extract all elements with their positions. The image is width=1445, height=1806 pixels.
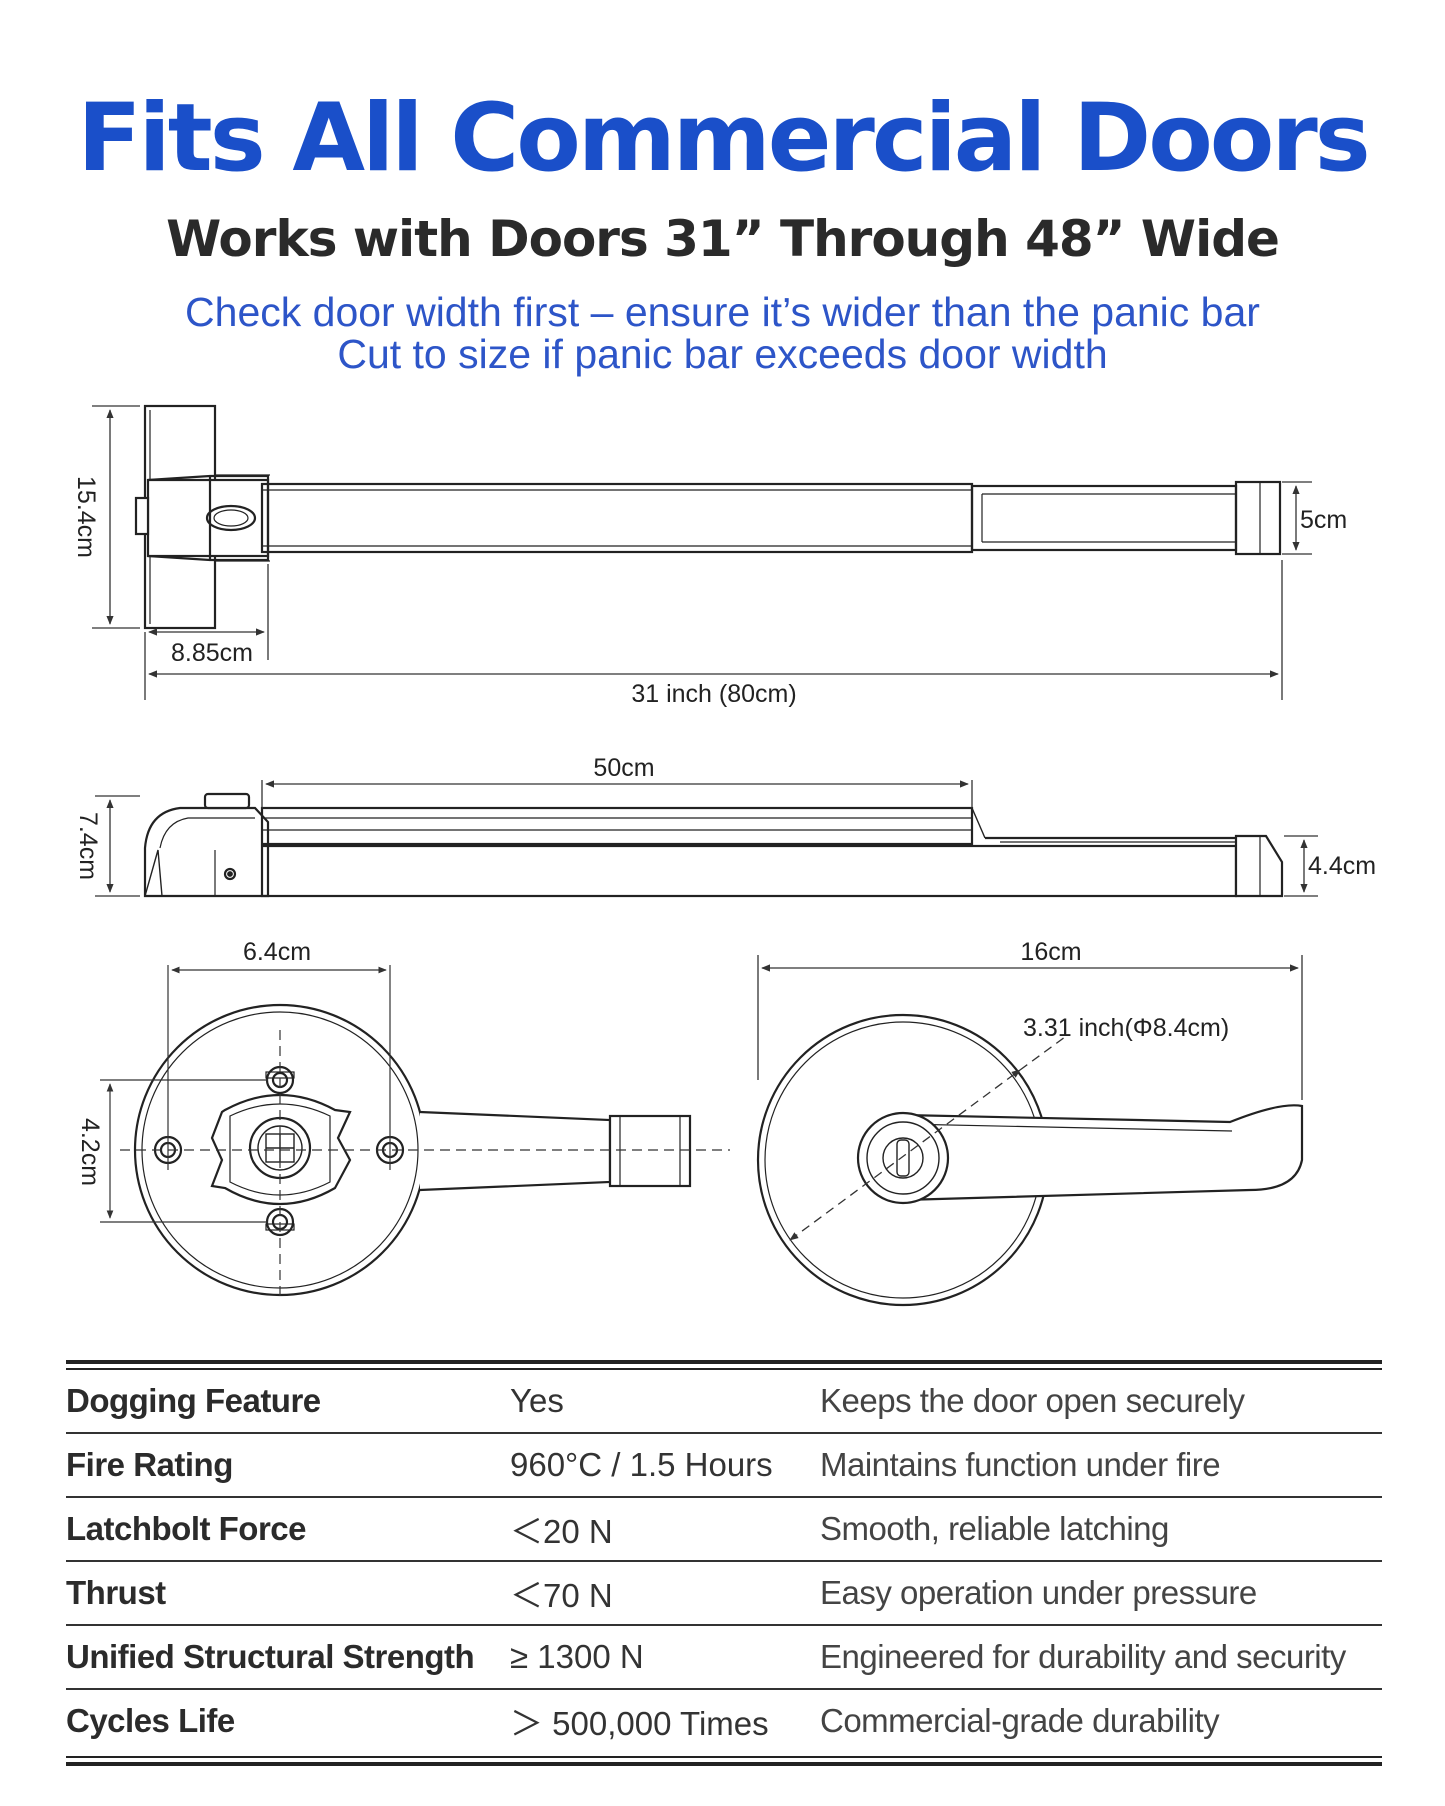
spec-description: Engineered for durability and security xyxy=(820,1638,1346,1675)
spec-table-bottom-rule xyxy=(66,1762,1382,1766)
dim-top-height: 15.4cm xyxy=(72,476,100,558)
spec-table-top-rule-thin xyxy=(66,1368,1382,1370)
dim-top-bar-height: 5cm xyxy=(1300,506,1347,534)
side-view-panic-bar xyxy=(143,792,1284,898)
spec-description: Smooth, reliable latching xyxy=(820,1510,1169,1547)
top-view-panic-bar xyxy=(134,404,1282,630)
spec-name: Thrust xyxy=(66,1574,166,1611)
spec-name: Fire Rating xyxy=(66,1446,233,1483)
spec-description: Maintains function under fire xyxy=(820,1446,1221,1483)
note-line-2: Cut to size if panic bar exceeds door wi… xyxy=(337,331,1108,377)
spec-name: Cycles Life xyxy=(66,1702,235,1739)
page-subtitle: Works with Doors 31” Through 48” Wide xyxy=(166,210,1280,268)
spec-rows: Dogging Feature Yes Keeps the door open … xyxy=(66,1370,1382,1752)
table-row: Thrust ＜70 N Easy operation under pressu… xyxy=(66,1562,1382,1626)
table-row: Fire Rating 960°C / 1.5 Hours Maintains … xyxy=(66,1434,1382,1498)
spec-description: Keeps the door open securely xyxy=(820,1382,1245,1419)
spec-value: Yes xyxy=(510,1382,564,1419)
page-title: Fits All Commercial Doors xyxy=(77,84,1370,193)
spec-description: Easy operation under pressure xyxy=(820,1574,1257,1611)
spec-table-top-rule xyxy=(66,1360,1382,1364)
dim-top-end-width: 8.85cm xyxy=(171,639,253,667)
dim-rose-width: 6.4cm xyxy=(243,938,311,966)
dim-rose-diameter: 3.31 inch(Φ8.4cm) xyxy=(1023,1014,1229,1042)
table-row: Latchbolt Force ＜20 N Smooth, reliable l… xyxy=(66,1498,1382,1562)
dim-side-push-length: 50cm xyxy=(593,754,654,782)
spec-name: Dogging Feature xyxy=(66,1382,321,1419)
spec-table-bottom-rule-thin xyxy=(66,1756,1382,1758)
spec-table: Dogging Feature Yes Keeps the door open … xyxy=(66,1360,1382,1766)
dim-side-end-height: 4.4cm xyxy=(1308,852,1376,880)
dim-overall-length: 31 inch (80cm) xyxy=(631,680,796,708)
spec-value: ＜20 N xyxy=(510,1513,613,1550)
spec-name: Latchbolt Force xyxy=(66,1510,307,1547)
table-row: Dogging Feature Yes Keeps the door open … xyxy=(66,1370,1382,1434)
spec-value: 960°C / 1.5 Hours xyxy=(510,1446,773,1483)
spec-value: ≥ 1300 N xyxy=(510,1638,644,1675)
table-row: Unified Structural Strength ≥ 1300 N Eng… xyxy=(66,1626,1382,1690)
spec-value: ＞ 500,000 Times xyxy=(510,1705,769,1742)
table-row: Cycles Life ＞ 500,000 Times Commercial-g… xyxy=(66,1690,1382,1752)
spec-value: ＜70 N xyxy=(510,1577,613,1614)
note-line-1: Check door width first – ensure it’s wid… xyxy=(185,289,1260,335)
dim-side-height: 7.4cm xyxy=(74,812,102,880)
dim-rose-spacing: 4.2cm xyxy=(76,1118,104,1186)
spec-description: Commercial-grade durability xyxy=(820,1702,1220,1739)
spec-name: Unified Structural Strength xyxy=(66,1638,475,1675)
lever-front-view xyxy=(756,1013,1304,1307)
dim-lever-length: 16cm xyxy=(1020,938,1081,966)
